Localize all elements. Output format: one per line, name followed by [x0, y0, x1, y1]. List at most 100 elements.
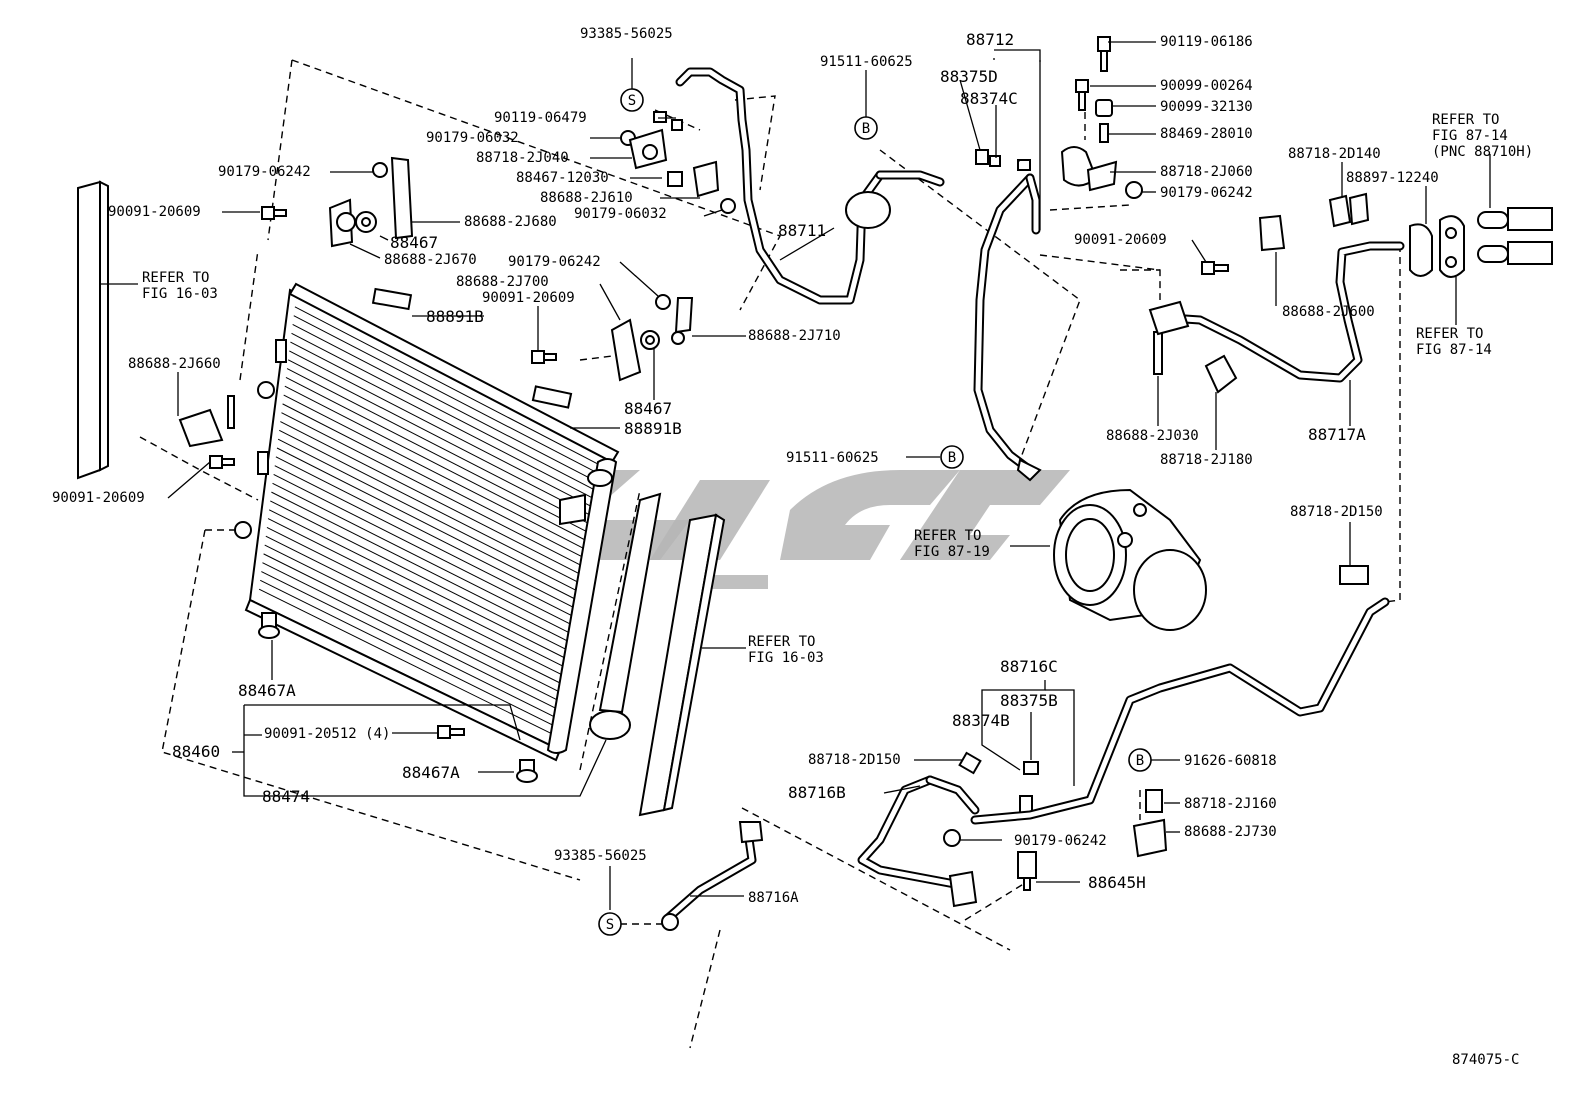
condenser-fin	[285, 376, 591, 535]
condenser-fin	[293, 315, 602, 476]
condenser-fin	[271, 491, 572, 644]
condenser-fin	[258, 588, 556, 737]
note-refer-16-03-left-l1: REFER TO	[142, 270, 209, 286]
condenser-fin	[284, 385, 590, 543]
condenser-fin	[289, 350, 596, 509]
label-88718-2J180: 88718-2J180	[1160, 452, 1253, 468]
condenser-fin	[263, 553, 562, 703]
condenser-fin	[270, 500, 571, 652]
condenser-fin	[265, 535, 565, 686]
label-90179-06242-l: 90179-06242	[218, 164, 311, 180]
label-90119-06479: 90119-06479	[494, 110, 587, 126]
note-refer-16-03-right-l2: FIG 16-03	[748, 650, 824, 666]
condenser-fin	[276, 447, 580, 602]
label-88891B-b: 88891B	[624, 419, 682, 438]
condenser-fin	[282, 403, 587, 560]
label-88688-2J700: 88688-2J700	[456, 274, 549, 290]
label-88375B: 88375B	[1000, 691, 1058, 710]
label-90099-00264: 90099-00264	[1160, 78, 1253, 94]
label-90091-20609-l: 90091-20609	[108, 204, 201, 220]
side-panel-left	[77, 180, 109, 480]
note-refer-87-19-l1: REFER TO	[914, 528, 981, 544]
label-90179-06242-r: 90179-06242	[1160, 185, 1253, 201]
label-88469-28010: 88469-28010	[1160, 126, 1253, 142]
label-90179-06032-a: 90179-06032	[426, 130, 519, 146]
label-88374C: 88374C	[960, 89, 1018, 108]
label-88374B: 88374B	[952, 711, 1010, 730]
label-88718-2J060: 88718-2J060	[1160, 164, 1253, 180]
condenser-fin	[261, 571, 559, 720]
condenser-fin	[266, 526, 566, 678]
label-90179-06242-b: 90179-06242	[1014, 833, 1107, 849]
condenser-fin	[281, 412, 586, 568]
label-88467-12030: 88467-12030	[516, 170, 609, 186]
pipes-and-hoses	[661, 67, 1405, 931]
symbol-s-top: S	[620, 88, 644, 112]
compressor	[1016, 458, 1207, 631]
label-90091-20609-m: 90091-20609	[482, 290, 575, 306]
label-88718-2J160: 88718-2J160	[1184, 796, 1277, 812]
label-91626-60818: 91626-60818	[1184, 753, 1277, 769]
condenser-fin	[273, 474, 575, 627]
label-88460: 88460	[172, 742, 220, 761]
label-90091-20609-r: 90091-20609	[1074, 232, 1167, 248]
label-88711: 88711	[778, 221, 826, 240]
label-88474: 88474	[262, 787, 310, 806]
condenser-fin	[287, 359, 594, 518]
condenser-fin	[286, 368, 593, 526]
label-90179-06242-m: 90179-06242	[508, 254, 601, 270]
label-88467-b: 88467	[624, 399, 672, 418]
label-88375D: 88375D	[940, 67, 998, 86]
label-88897-12240: 88897-12240	[1346, 170, 1439, 186]
symbol-b-bottom: B	[1128, 748, 1152, 772]
symbol-b-mid: B	[940, 445, 964, 469]
label-88688-2J730: 88688-2J730	[1184, 824, 1277, 840]
svg-text:B: B	[862, 121, 870, 137]
condenser-fin	[262, 562, 561, 711]
label-88718-2D150-r: 88718-2D150	[1290, 504, 1383, 520]
label-88891B-a: 88891B	[426, 307, 484, 326]
label-93385-56025-bot: 93385-56025	[554, 848, 647, 864]
condenser-fin	[294, 306, 603, 467]
leader-lines	[100, 41, 1491, 910]
label-88688-2J660: 88688-2J660	[128, 356, 221, 372]
label-91511-60625-mid: 91511-60625	[786, 450, 879, 466]
label-88688-2J030: 88688-2J030	[1106, 428, 1199, 444]
label-88718-2D140: 88718-2D140	[1288, 146, 1381, 162]
label-88716A: 88716A	[748, 890, 799, 906]
condenser-fin	[279, 429, 583, 585]
svg-text:S: S	[628, 93, 636, 109]
note-refer-16-03-right-l1: REFER TO	[748, 634, 815, 650]
symbol-s-bottom: S	[598, 912, 622, 936]
condenser-fin	[292, 324, 600, 484]
svg-text:B: B	[1136, 753, 1144, 769]
condenser-fin	[277, 438, 581, 594]
condenser-fin	[291, 332, 599, 493]
note-refer-87-14-top-l3: (PNC 88710H)	[1432, 144, 1533, 160]
condenser-fin	[280, 421, 584, 577]
condenser-fin	[264, 544, 564, 694]
label-93385-56025-top: 93385-56025	[580, 26, 673, 42]
label-88688-2J710: 88688-2J710	[748, 328, 841, 344]
label-90099-32130: 90099-32130	[1160, 99, 1253, 115]
condenser-fin	[274, 465, 577, 619]
part-labels: 93385-56025 91511-60625 88712 88375D 883…	[52, 26, 1519, 1068]
symbol-b-top: B	[854, 116, 878, 140]
condenser-fin	[275, 456, 578, 610]
diagram-code: 874075-C	[1452, 1052, 1519, 1068]
condenser-fin	[290, 341, 597, 501]
hardware-parts	[178, 36, 1553, 891]
label-88688-2J670: 88688-2J670	[384, 252, 477, 268]
label-91511-60625-top: 91511-60625	[820, 54, 913, 70]
condenser-fin	[260, 579, 558, 728]
label-90119-06186: 90119-06186	[1160, 34, 1253, 50]
condenser-fin	[267, 518, 568, 669]
condenser-fin	[272, 482, 574, 636]
dashed-outlines	[139, 59, 1401, 1049]
label-88467A-b: 88467A	[402, 763, 460, 782]
label-88688-2J680: 88688-2J680	[464, 214, 557, 230]
label-88716B: 88716B	[788, 783, 846, 802]
label-88718-2J040: 88718-2J040	[476, 150, 569, 166]
label-88718-2D150-b: 88718-2D150	[808, 752, 901, 768]
